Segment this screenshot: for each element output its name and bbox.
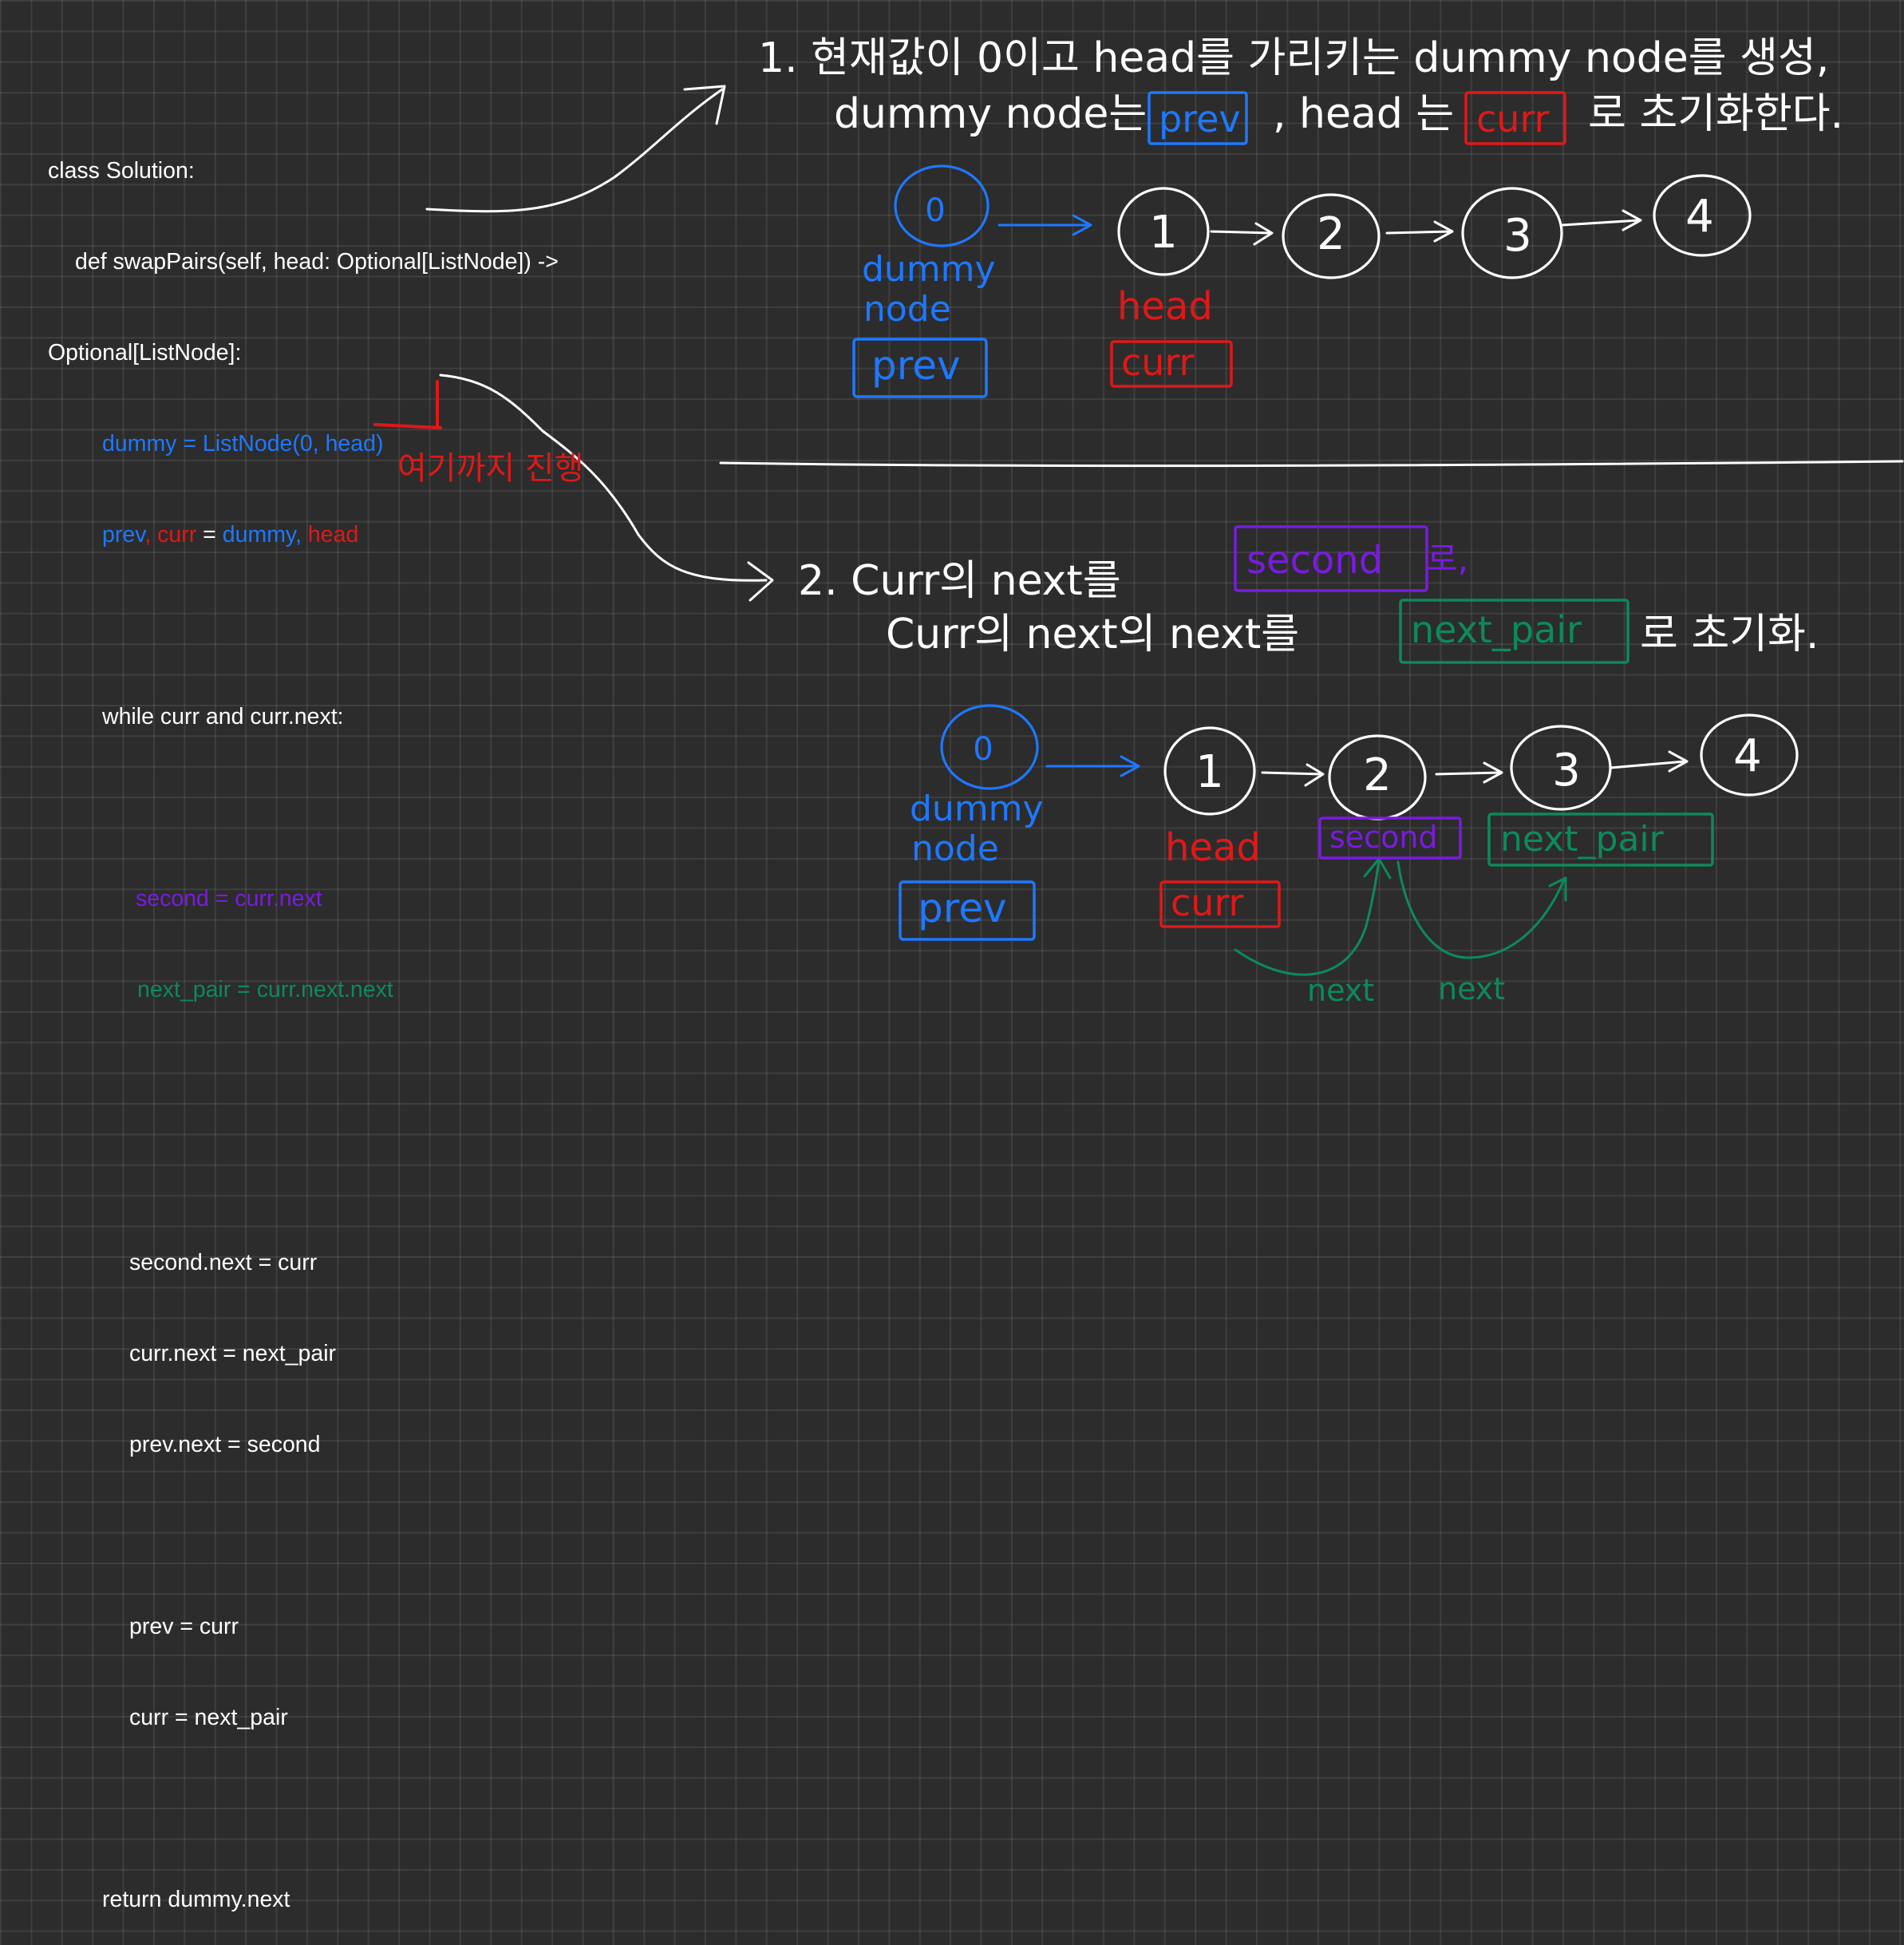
second-inline-box <box>1234 525 1428 592</box>
handwriting-canvas: 1. 현재값이 0이고 head를 가리키는 dummy node를 생성, d… <box>373 34 1904 1008</box>
dummy-label-1: dummy <box>910 789 1044 829</box>
node-3 <box>1461 187 1563 279</box>
node-2-value: 2 <box>1317 208 1345 260</box>
link-arrow <box>1435 761 1503 784</box>
node-1 <box>1117 187 1210 276</box>
dummy-label-2: node <box>863 289 951 330</box>
node-4-value: 4 <box>1685 191 1714 243</box>
node-0 <box>894 164 990 247</box>
link-arrow <box>1561 209 1642 231</box>
code-line-prev-curr: prev, curr = dummy, head <box>48 520 559 550</box>
node-2 <box>1282 193 1381 279</box>
next-label-b: next <box>1438 971 1505 1006</box>
second-box <box>1318 816 1462 860</box>
step2-line2-b: 로 초기화. <box>1640 611 1819 658</box>
step2-line1-b: 로, <box>1427 540 1468 579</box>
prev-box <box>899 880 1036 941</box>
second-inline-label: second <box>1246 538 1383 583</box>
code-line-while: while curr and curr.next: <box>102 704 344 729</box>
code-line: Optional[ListNode]: <box>48 340 242 366</box>
curr-box-label: curr <box>1171 881 1244 924</box>
next-arrow-curr-to-second <box>1234 857 1392 976</box>
curr-box <box>1159 880 1281 928</box>
link-arrow <box>1045 755 1140 777</box>
code-line-second: second = curr.next <box>136 886 322 911</box>
code-token-curr: curr <box>157 522 197 548</box>
next-label-a: next <box>1307 973 1374 1008</box>
dummy-label-1: dummy <box>862 249 996 290</box>
node-4 <box>1653 174 1752 257</box>
red-stop-mark <box>373 380 442 429</box>
link-arrow <box>1210 222 1274 246</box>
node-1 <box>1163 726 1256 816</box>
code-line: def swapPairs(self, head: Optional[ListN… <box>75 249 559 275</box>
node-2-value: 2 <box>1363 749 1392 801</box>
curr-box <box>1110 340 1233 388</box>
node-1-value: 1 <box>1149 207 1178 259</box>
code-line: class Solution: <box>48 158 195 184</box>
link-arrow <box>997 214 1092 236</box>
link-arrow <box>1261 763 1325 787</box>
node-1-value: 1 <box>1195 746 1224 798</box>
next-pair-inline-label: next_pair <box>1411 608 1582 651</box>
arrow-to-step2 <box>439 374 768 582</box>
code-line: prev.next = second <box>129 1432 321 1457</box>
code-line: second.next = curr <box>129 1250 318 1275</box>
code-line-dummy: dummy = ListNode(0, head) <box>102 431 384 457</box>
next-pair-inline-box <box>1399 599 1629 664</box>
code-line: curr = next_pair <box>129 1705 288 1730</box>
link-arrow <box>1609 750 1689 773</box>
prev-inline-label: prev <box>1159 97 1241 140</box>
step2-line2-a: Curr의 next의 next를 <box>886 611 1299 658</box>
node-3-value: 3 <box>1552 745 1581 797</box>
curr-box-label: curr <box>1121 341 1195 384</box>
node-4-value: 4 <box>1733 730 1762 782</box>
code-token-sep: , <box>144 522 158 548</box>
code-token-dummy: dummy, <box>222 522 302 548</box>
code-token-eq: = <box>196 522 223 548</box>
next-pair-box-label: next_pair <box>1500 819 1665 860</box>
head-label: head <box>1117 284 1213 329</box>
arrow-to-step1 <box>425 88 724 213</box>
prev-box <box>852 338 988 398</box>
code-line: prev = curr <box>129 1614 239 1639</box>
second-box-label: second <box>1329 820 1438 855</box>
curr-inline-label: curr <box>1476 97 1550 140</box>
code-token-head: head <box>302 522 359 548</box>
next-pair-box <box>1487 812 1714 867</box>
arrow-head <box>747 561 774 602</box>
arrow-head <box>683 85 726 125</box>
link-arrow <box>1385 220 1454 243</box>
code-line-next-pair: next_pair = curr.next.next <box>137 977 393 1002</box>
prev-inline-box <box>1148 91 1248 145</box>
prev-box-label: prev <box>871 342 961 389</box>
step1-line1: 1. 현재값이 0이고 head를 가리키는 dummy node를 생성, <box>758 34 1829 82</box>
step1-line2-c: 로 초기화한다. <box>1588 90 1843 138</box>
node-4 <box>1700 714 1799 797</box>
section-divider <box>719 460 1904 468</box>
node-3-value: 3 <box>1503 210 1532 262</box>
head-label: head <box>1165 825 1261 870</box>
node-0-value: 0 <box>973 731 993 768</box>
node-0-value: 0 <box>925 192 945 229</box>
node-3 <box>1510 725 1612 811</box>
korean-annotation: 여기까지 진행 <box>397 450 584 487</box>
step1-line2-b: , head 는 <box>1273 90 1454 138</box>
code-token-prev: prev <box>102 522 145 548</box>
prev-box-label: prev <box>918 885 1007 931</box>
code-line: curr.next = next_pair <box>129 1341 337 1366</box>
code-line-return: return dummy.next <box>102 1887 290 1912</box>
step2-line1-a: 2. Curr의 next를 <box>798 557 1121 605</box>
node-0 <box>940 704 1039 790</box>
step1-line2-a: dummy node는 <box>834 90 1147 138</box>
curr-inline-box <box>1464 91 1566 145</box>
next-arrow-second-to-nextpair <box>1396 860 1567 959</box>
dummy-label-2: node <box>911 828 999 869</box>
